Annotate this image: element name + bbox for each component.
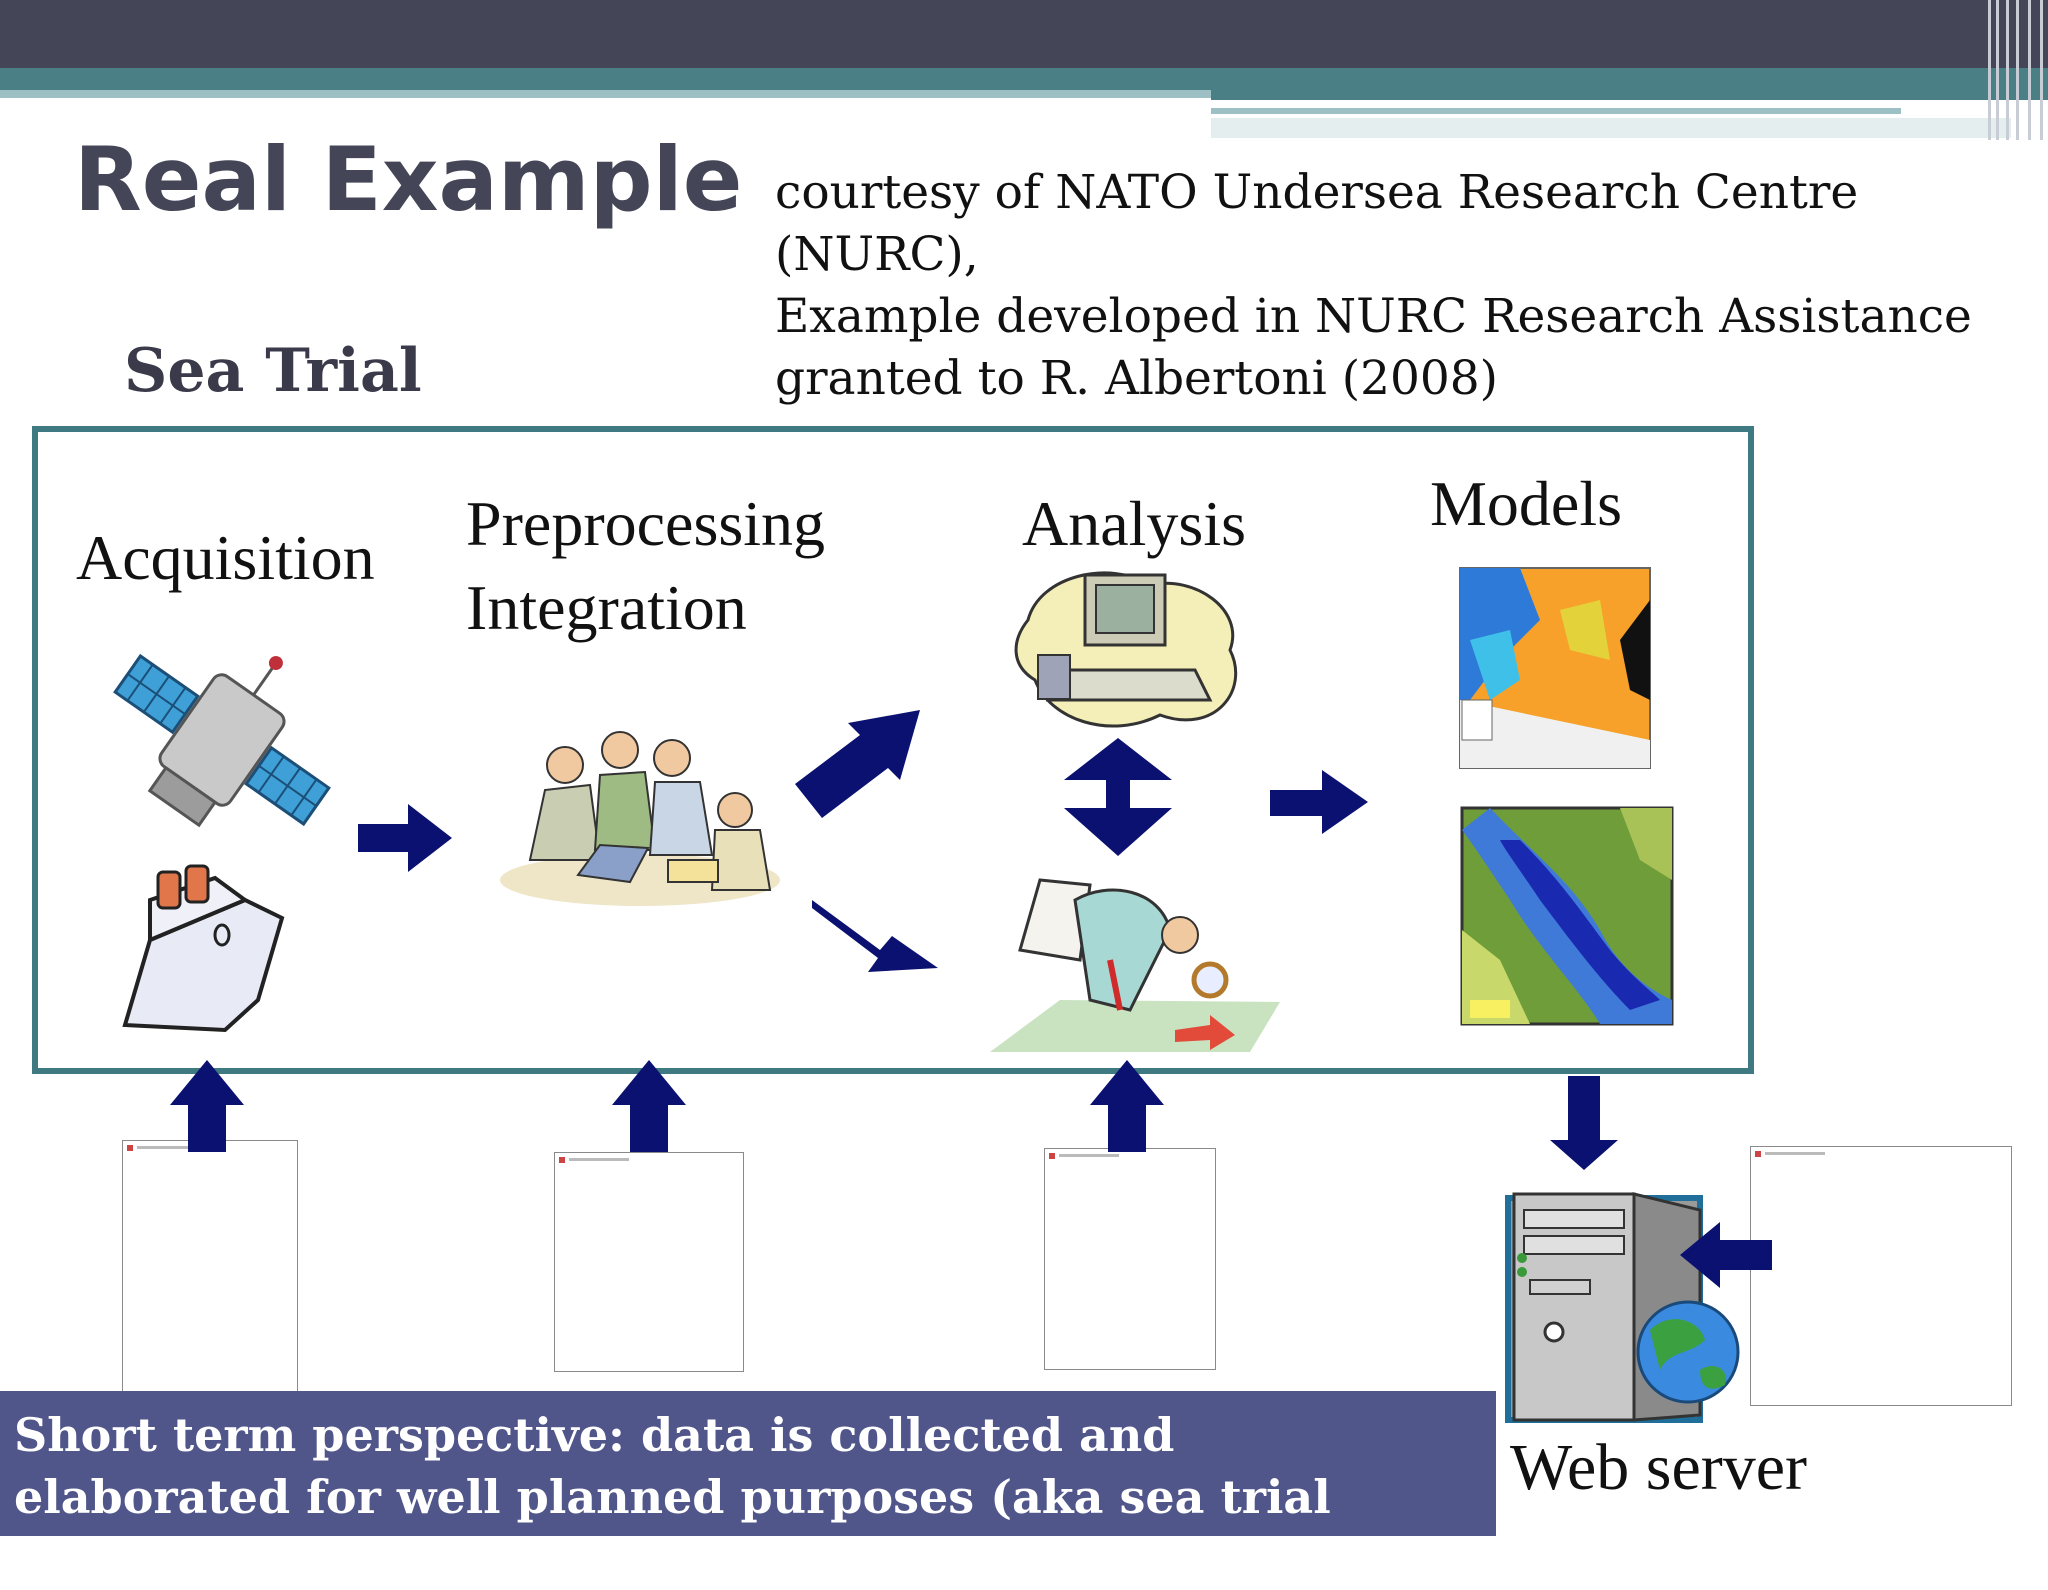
stage-label-analysis: Analysis: [1022, 488, 1246, 559]
image-placeholder: [554, 1152, 744, 1372]
double-arrow-vertical: [1064, 738, 1172, 856]
summary-text: Short term perspective: data is collecte…: [14, 1404, 1494, 1590]
bathymetry-map-icon: [1460, 806, 1674, 1026]
arrow-right: [358, 804, 452, 872]
decor-stripe: [2006, 0, 2009, 140]
header-band-right: [1211, 68, 2048, 100]
arrow-up: [170, 1060, 244, 1152]
decor-stripe: [2028, 0, 2031, 140]
diagram-graphics: [113, 567, 1772, 1423]
stage-label-acquisition: Acquisition: [76, 522, 375, 593]
stage-label-preprocessing: Preprocessing: [466, 488, 826, 559]
ship-icon: [122, 864, 285, 1033]
meeting-people-icon: [500, 731, 780, 906]
searching-man-icon: [990, 878, 1280, 1052]
decor-stripe: [2040, 0, 2043, 140]
summary-line: Short term perspective: data is collecte…: [14, 1408, 1175, 1462]
sea-temperature-map-icon: [1459, 567, 1651, 769]
credit-text: courtesy of NATO Undersea Research Centr…: [775, 162, 2045, 410]
decor-stripe: [1996, 0, 1999, 140]
credit-line: granted to R. Albertoni (2008): [775, 351, 1499, 406]
stage-label-integration: Integration: [466, 572, 747, 643]
arrow-up: [612, 1060, 686, 1152]
image-placeholder: [122, 1140, 298, 1392]
decor-stripe: [2016, 0, 2019, 140]
summary-line: elaborated for well planned purposes (ak…: [14, 1470, 1331, 1586]
computer-desk-icon: [1014, 571, 1237, 728]
satellite-icon: [113, 653, 331, 828]
image-placeholder: [1750, 1146, 2012, 1406]
slide-subtitle: Sea Trial: [124, 336, 422, 406]
header-band-pale: [1211, 118, 2011, 138]
header-bar: [0, 0, 2048, 68]
header-band-light-right: [1211, 108, 1901, 114]
slide-title: Real Example: [74, 128, 743, 231]
globe-icon: [1636, 1300, 1740, 1404]
arrow-down-server: [1550, 1076, 1618, 1170]
header-band-light: [0, 90, 1211, 98]
arrow-up-right: [795, 710, 920, 818]
credit-line: courtesy of NATO Undersea Research Centr…: [775, 165, 1859, 282]
summary-banner: [0, 1391, 1496, 1536]
web-server-label: Web server: [1510, 1431, 1808, 1504]
arrow-right-models: [1270, 770, 1368, 834]
arrow-up: [1090, 1060, 1164, 1152]
stage-label-models: Models: [1430, 468, 1622, 539]
image-placeholder: [1044, 1148, 1216, 1370]
arrow-down-right: [812, 900, 938, 972]
arrow-left-server: [1680, 1222, 1772, 1288]
decor-stripe: [1988, 0, 1991, 140]
credit-line: Example developed in NURC Research Assis…: [775, 289, 1972, 344]
header-band: [0, 68, 1211, 90]
